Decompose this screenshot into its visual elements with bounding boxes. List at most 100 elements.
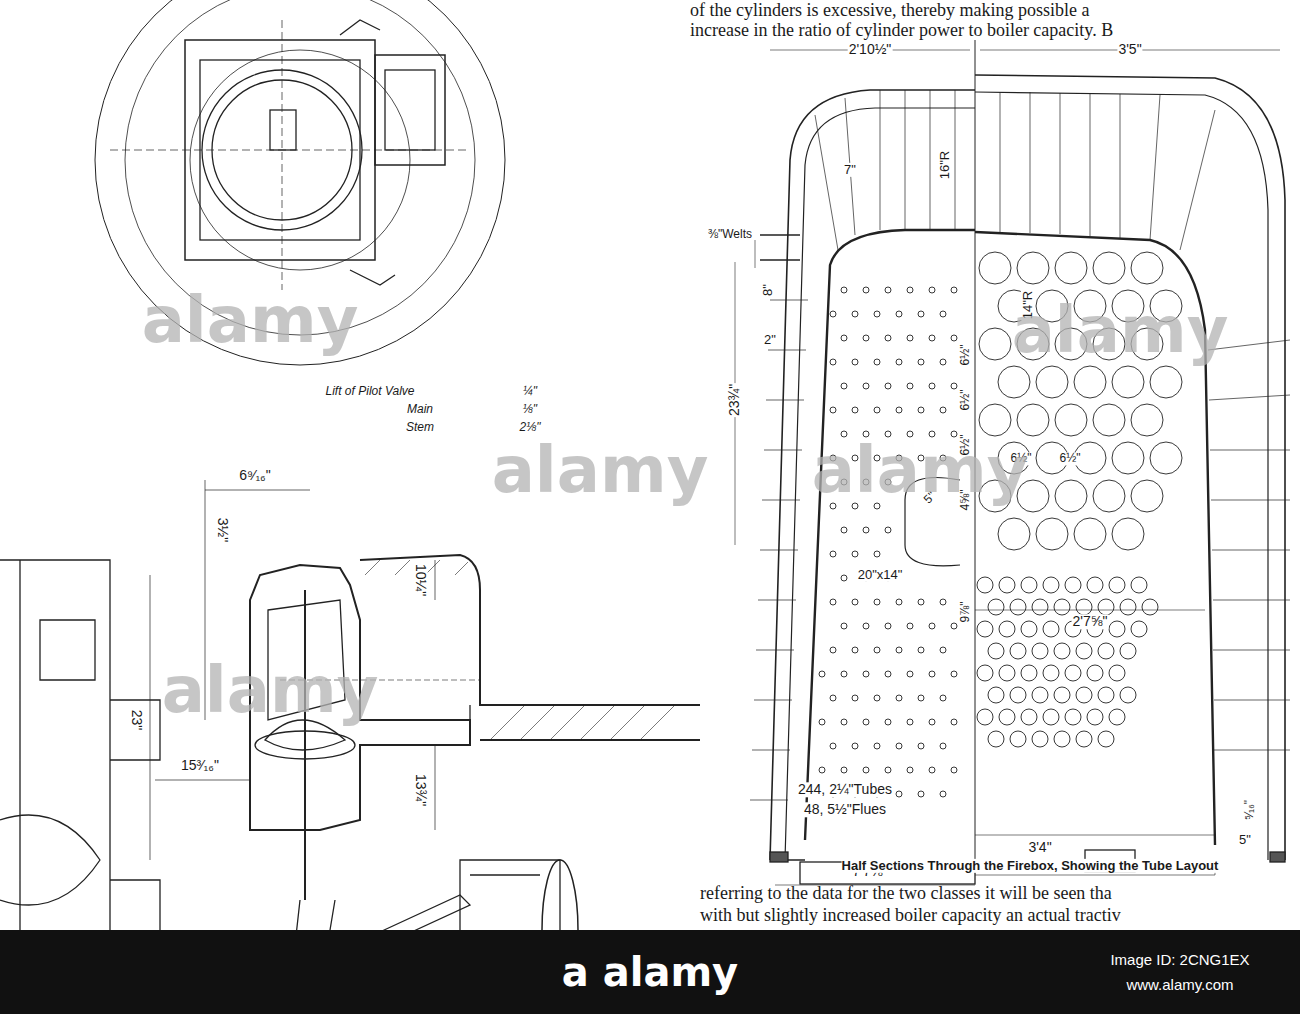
tube-hole	[830, 311, 836, 317]
tube-hole	[998, 366, 1030, 398]
tube-hole	[1093, 404, 1125, 436]
tube-hole	[907, 719, 913, 725]
dimension-label: 16"R	[938, 150, 952, 180]
annotation: Stem	[405, 421, 435, 434]
tube-hole	[1098, 643, 1114, 659]
tube-hole	[951, 383, 957, 389]
tube-hole	[1109, 665, 1125, 681]
tube-hole	[929, 671, 935, 677]
tube-hole	[852, 695, 858, 701]
tube-hole	[929, 767, 935, 773]
tube-hole	[1043, 577, 1059, 593]
tube-hole	[852, 359, 858, 365]
tube-hole	[1098, 687, 1114, 703]
tube-hole	[1074, 518, 1106, 550]
tube-hole	[1131, 621, 1147, 637]
tube-hole	[907, 767, 913, 773]
tube-hole	[1150, 366, 1182, 398]
tube-hole	[929, 335, 935, 341]
tube-hole	[874, 743, 880, 749]
dimension-label: 23¾"	[727, 383, 742, 417]
tube-hole	[852, 551, 858, 557]
tube-hole	[977, 709, 993, 725]
dimension-label: 2'10½"	[848, 42, 893, 57]
tube-hole	[907, 671, 913, 677]
tube-hole	[1109, 709, 1125, 725]
tube-hole	[896, 647, 902, 653]
tube-hole	[852, 311, 858, 317]
tube-hole	[1054, 643, 1070, 659]
tube-hole	[1021, 665, 1037, 681]
tube-hole	[1065, 577, 1081, 593]
tube-hole	[951, 287, 957, 293]
tube-hole	[979, 328, 1011, 360]
tube-hole	[929, 623, 935, 629]
tube-hole	[819, 719, 825, 725]
tube-hole	[841, 719, 847, 725]
tube-hole	[841, 575, 847, 581]
tube-hole	[977, 577, 993, 593]
tube-hole	[940, 791, 946, 797]
figure-caption: Half Sections Through the Firebox, Showi…	[842, 859, 1219, 873]
tube-hole	[841, 623, 847, 629]
tube-hole	[907, 383, 913, 389]
tube-hole	[863, 767, 869, 773]
tube-hole	[841, 383, 847, 389]
tube-hole	[1054, 599, 1070, 615]
tube-hole	[819, 767, 825, 773]
tube-hole	[863, 287, 869, 293]
tube-hole	[874, 359, 880, 365]
tube-hole	[896, 407, 902, 413]
tube-hole	[1055, 252, 1087, 284]
watermark: alamy	[1012, 295, 1229, 365]
tube-hole	[1055, 404, 1087, 436]
tube-hole	[1093, 252, 1125, 284]
watermark-logo: a alamy	[562, 950, 738, 994]
tube-hole	[1054, 731, 1070, 747]
tube-hole	[918, 791, 924, 797]
body-text: of the cylinders is excessive, thereby m…	[690, 1, 1089, 21]
watermark: alamy	[142, 285, 359, 355]
tube-hole	[1017, 404, 1049, 436]
tube-hole	[863, 623, 869, 629]
tube-hole	[885, 287, 891, 293]
tube-hole	[1021, 621, 1037, 637]
annotation: ¼"	[522, 385, 538, 398]
tube-hole	[885, 527, 891, 533]
dimension-label: 6½"	[959, 389, 972, 412]
tube-hole	[979, 252, 1011, 284]
tube-hole	[830, 647, 836, 653]
tube-hole	[1021, 577, 1037, 593]
dimension-label: 6½"	[1059, 452, 1082, 465]
tube-hole	[1098, 599, 1114, 615]
tube-hole	[1150, 442, 1182, 474]
tube-hole	[863, 527, 869, 533]
tube-hole	[1109, 577, 1125, 593]
tube-hole	[1043, 665, 1059, 681]
tube-hole	[841, 767, 847, 773]
tube-hole	[874, 647, 880, 653]
annotation: Main	[406, 403, 434, 416]
dimension-label: 7"	[843, 163, 857, 177]
tube-hole	[929, 287, 935, 293]
dimension-label: ⁵⁄₁₆"	[1243, 799, 1256, 821]
tube-hole	[918, 407, 924, 413]
tube-hole	[907, 287, 913, 293]
tube-hole	[1093, 480, 1125, 512]
tube-hole	[999, 621, 1015, 637]
tube-hole	[1074, 366, 1106, 398]
tube-hole	[885, 335, 891, 341]
tube-hole	[1131, 404, 1163, 436]
tube-hole	[863, 719, 869, 725]
tube-hole	[1055, 480, 1087, 512]
tube-hole	[819, 671, 825, 677]
tube-hole	[830, 599, 836, 605]
tube-hole	[852, 599, 858, 605]
tube-hole	[885, 623, 891, 629]
tube-hole	[1076, 643, 1092, 659]
tube-hole	[918, 695, 924, 701]
dimension-label: 9⅞"	[959, 601, 972, 624]
tube-hole	[1010, 687, 1026, 703]
tube-hole	[896, 359, 902, 365]
tube-hole	[896, 695, 902, 701]
